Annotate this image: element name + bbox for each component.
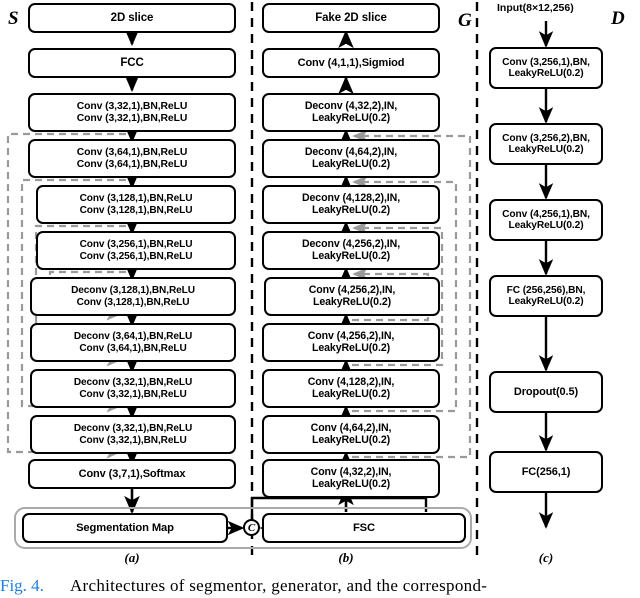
- block-line: Conv (3,128,1),BN,ReLU: [79, 204, 193, 216]
- block-gen-deconv256[interactable]: Deconv (4,256,2),IN, LeakyReLU(0.2): [262, 231, 440, 270]
- block-seg-deconv128[interactable]: Deconv (3,128,1),BN,ReLU Conv (3,128,1),…: [30, 277, 236, 316]
- block-line: Conv (3,32,1),BN,ReLU: [76, 112, 188, 124]
- block-line: Conv (3,256,2),BN,: [502, 132, 590, 144]
- block-line: Deconv (4,256,2),IN,: [301, 237, 401, 250]
- block-line: Deconv (3,64,1),BN,ReLU: [73, 331, 193, 343]
- block-line: LeakyReLU(0.2): [508, 296, 584, 307]
- block-line: Conv (3,256,1),BN,ReLU: [79, 250, 193, 262]
- block-line: LeakyReLU(0.2): [311, 387, 391, 400]
- sublabel-b: (b): [338, 550, 354, 565]
- block-seg-deconv32-b[interactable]: Deconv (3,32,1),BN,ReLU Conv (3,32,1),BN…: [30, 415, 236, 454]
- block-fsc[interactable]: FSC: [262, 513, 466, 543]
- block-gen-conv32[interactable]: Conv (4,32,2),IN, LeakyReLU(0.2): [262, 459, 440, 498]
- block-line: Deconv (3,32,1),BN,ReLU: [73, 423, 193, 435]
- block-gen-conv64[interactable]: Conv (4,64,2),IN, LeakyReLU(0.2): [262, 415, 440, 454]
- block-seg-conv64[interactable]: Conv (3,64,1),BN,ReLU Conv (3,64,1),BN,R…: [28, 139, 236, 178]
- block-line: Conv (4,256,2),IN,: [308, 283, 396, 296]
- block-line: LeakyReLU(0.2): [311, 249, 391, 262]
- block-gen-deconv64[interactable]: Deconv (4,64,2),IN, LeakyReLU(0.2): [262, 139, 440, 178]
- discriminator-letter: D: [611, 8, 625, 29]
- block-line: FC (256,256),BN,: [506, 284, 586, 296]
- block-disc-conv256-s2[interactable]: Conv (3,256,2),BN, LeakyReLU(0.2): [489, 123, 603, 165]
- block-line: Deconv (3,32,1),BN,ReLU: [73, 377, 193, 389]
- block-gen-deconv32[interactable]: Deconv (4,32,2),IN, LeakyReLU(0.2): [262, 93, 440, 132]
- block-gen-conv256-b[interactable]: Conv (4,256,2),IN, LeakyReLU(0.2): [262, 323, 440, 362]
- figure-caption: Fig. 4. Architectures of segmentor, gener…: [0, 576, 640, 596]
- block-segmentation-map[interactable]: Segmentation Map: [22, 513, 228, 543]
- sublabel-c: (c): [538, 550, 554, 565]
- block-line: Conv (3,64,1),BN,ReLU: [76, 146, 188, 158]
- block-line: LeakyReLU(0.2): [508, 144, 584, 155]
- block-seg-deconv32-a[interactable]: Deconv (3,32,1),BN,ReLU Conv (3,32,1),BN…: [30, 369, 236, 408]
- block-seg-conv32[interactable]: Conv (3,32,1),BN,ReLU Conv (3,32,1),BN,R…: [28, 93, 236, 132]
- discriminator-input-label: Input(8×12,256): [497, 2, 574, 14]
- block-line: Conv (3,64,1),BN,ReLU: [79, 342, 187, 354]
- block-line: Conv (4,128,2),IN,: [307, 375, 395, 388]
- block-seg-conv128[interactable]: Conv (3,128,1),BN,ReLU Conv (3,128,1),BN…: [36, 185, 236, 224]
- block-line: LeakyReLU(0.2): [311, 157, 391, 170]
- block-line: Conv (3,32,1),BN,ReLU: [79, 388, 187, 400]
- block-gen-deconv128[interactable]: Deconv (4,128,2),IN, LeakyReLU(0.2): [262, 185, 440, 224]
- block-line: Conv (3,32,1),BN,ReLU: [79, 434, 187, 446]
- concat-node: C: [243, 519, 260, 536]
- block-line: Conv (3,128,1),BN,ReLU: [76, 296, 190, 308]
- block-line: Conv (4,256,1),BN,: [502, 208, 590, 220]
- block-line: Deconv (4,64,2),IN,: [304, 145, 398, 158]
- block-line: LeakyReLU(0.2): [311, 477, 391, 490]
- block-line: LeakyReLU(0.2): [508, 220, 584, 231]
- block-line: FCC: [120, 56, 144, 69]
- block-line: Dropout(0.5): [513, 385, 579, 398]
- block-line: Conv (4,64,2),IN,: [310, 421, 392, 434]
- segmentor-letter: S: [8, 8, 19, 29]
- block-disc-conv256-s1[interactable]: Conv (3,256,1),BN, LeakyReLU(0.2): [489, 47, 603, 89]
- block-line: Conv (3,128,1),BN,ReLU: [79, 193, 193, 205]
- sublabel-a: (a): [124, 550, 140, 565]
- block-line: 2D slice: [110, 11, 154, 24]
- block-gen-conv128[interactable]: Conv (4,128,2),IN, LeakyReLU(0.2): [262, 369, 440, 408]
- block-line: Conv (3,32,1),BN,ReLU: [76, 100, 188, 112]
- generator-letter: G: [458, 10, 472, 31]
- block-line: Segmentation Map: [76, 521, 174, 534]
- block-line: LeakyReLU(0.2): [311, 111, 391, 124]
- block-line: LeakyReLU(0.2): [508, 68, 584, 79]
- block-line: Conv (3,64,1),BN,ReLU: [76, 158, 188, 170]
- block-line: Fake 2D slice: [315, 11, 387, 24]
- block-line: Conv (4,32,2),IN,: [310, 465, 392, 478]
- block-line: FC(256,1): [521, 465, 571, 478]
- block-seg-conv256[interactable]: Conv (3,256,1),BN,ReLU Conv (3,256,1),BN…: [36, 231, 236, 270]
- block-line: LeakyReLU(0.2): [311, 341, 391, 354]
- block-seg-deconv64[interactable]: Deconv (3,64,1),BN,ReLU Conv (3,64,1),BN…: [30, 323, 236, 362]
- figure-caption-text: Architectures of segmentor, generator, a…: [69, 576, 488, 595]
- block-line: FSC: [352, 521, 376, 534]
- block-line: Deconv (4,32,2),IN,: [304, 99, 398, 112]
- block-fcc[interactable]: FCC: [28, 48, 236, 78]
- block-gen-conv256-a[interactable]: Conv (4,256,2),IN, LeakyReLU(0.2): [264, 277, 440, 316]
- block-line: Conv (3,256,1),BN,ReLU: [79, 239, 193, 251]
- block-line: LeakyReLU(0.2): [312, 295, 392, 308]
- block-line: LeakyReLU(0.2): [311, 203, 391, 216]
- block-line: Deconv (3,128,1),BN,ReLU: [71, 285, 195, 297]
- block-disc-dropout[interactable]: Dropout(0.5): [489, 371, 603, 413]
- block-disc-conv256-k4[interactable]: Conv (4,256,1),BN, LeakyReLU(0.2): [489, 199, 603, 241]
- block-line: Conv (3,7,1),Softmax: [78, 467, 186, 480]
- block-line: Conv (3,256,1),BN,: [502, 56, 590, 68]
- block-line: LeakyReLU(0.2): [311, 433, 391, 446]
- block-seg-softmax[interactable]: Conv (3,7,1),Softmax: [28, 459, 236, 489]
- block-2d-slice[interactable]: 2D slice: [28, 3, 236, 33]
- block-fake-2d-slice[interactable]: Fake 2D slice: [262, 3, 440, 33]
- block-disc-fc256[interactable]: FC (256,256),BN, LeakyReLU(0.2): [489, 275, 603, 317]
- block-gen-conv-sigmoid[interactable]: Conv (4,1,1),Sigmiod: [262, 48, 440, 78]
- block-disc-fc-out[interactable]: FC(256,1): [489, 451, 603, 493]
- block-line: Conv (4,1,1),Sigmiod: [297, 56, 405, 69]
- segmentor-fsc-group-outline: [14, 507, 472, 549]
- block-line: Deconv (4,128,2),IN,: [301, 191, 401, 204]
- figure-reference: Fig. 4.: [0, 576, 44, 595]
- block-line: Conv (4,256,2),IN,: [307, 329, 395, 342]
